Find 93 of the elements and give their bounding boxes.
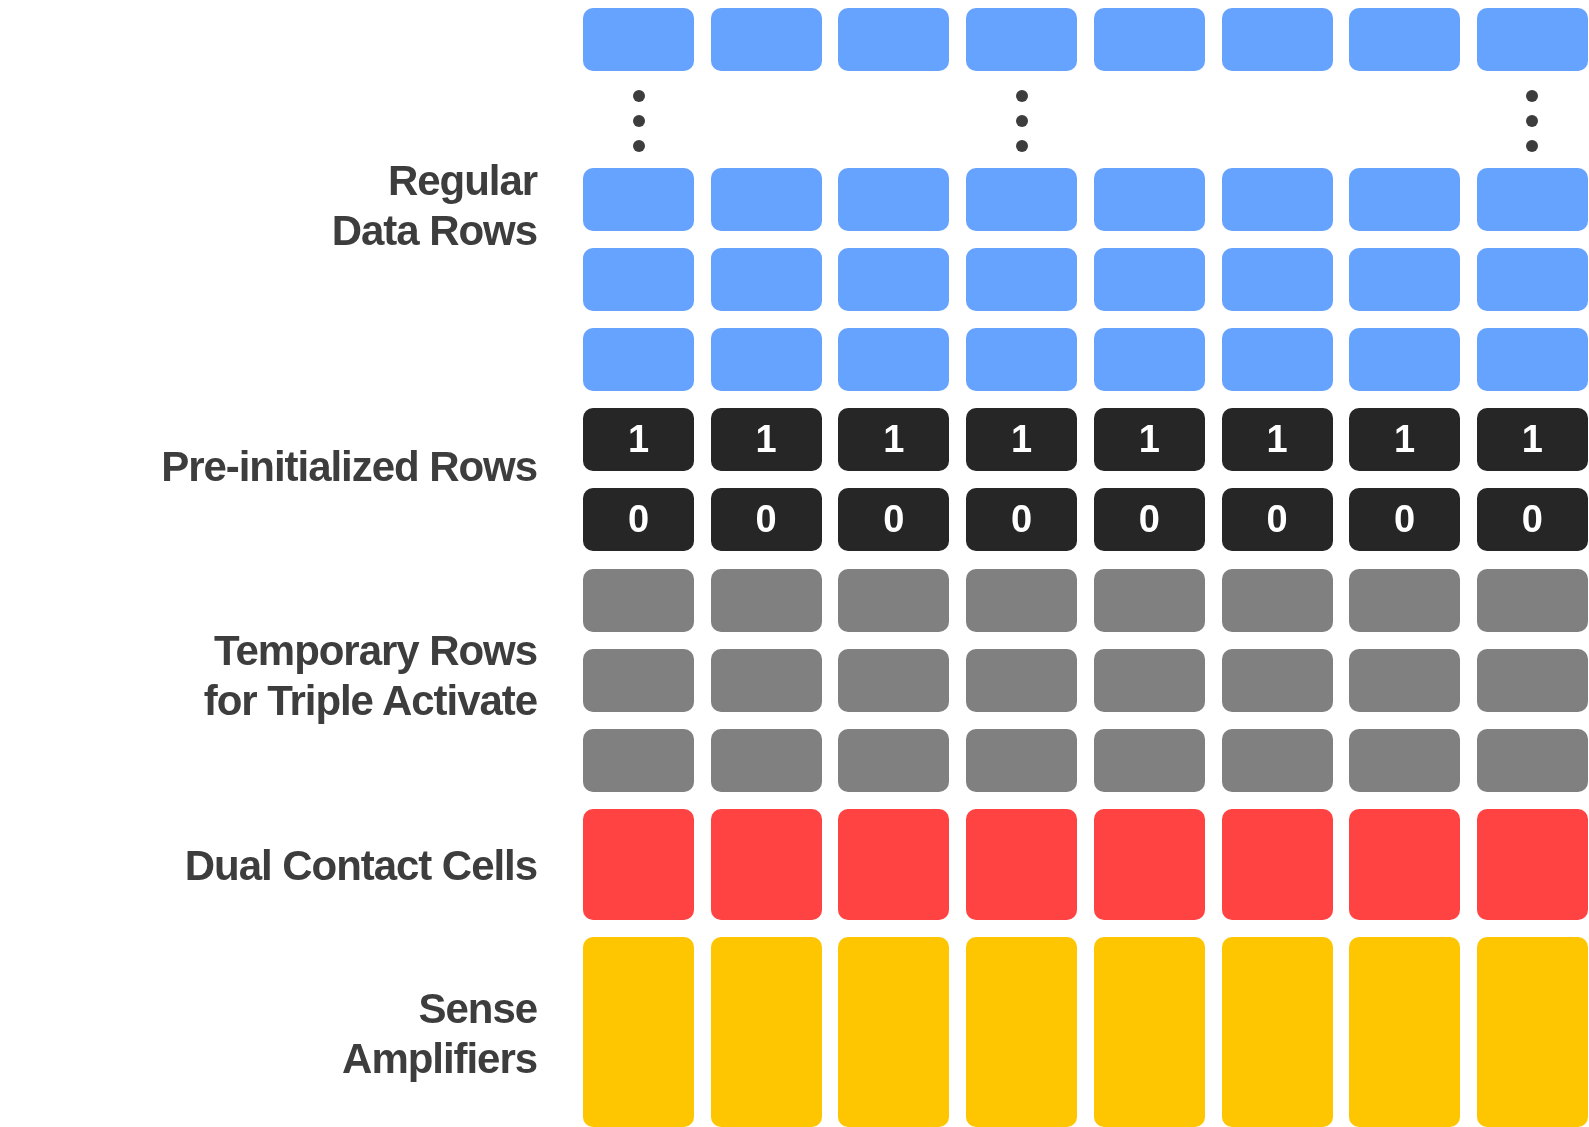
data-cell (838, 8, 950, 71)
sense-amplifier-block (1093, 937, 1205, 1127)
temporary-cell (1349, 649, 1461, 712)
data-cell (966, 168, 1078, 231)
data-cell (966, 8, 1078, 71)
contact-cell (1093, 809, 1205, 920)
temporary-cell (583, 569, 694, 632)
temporary-cell (1221, 729, 1333, 792)
temporary-cell (966, 649, 1078, 712)
row-label: Dual Contact Cells (184, 840, 537, 891)
bit-cell: 1 (966, 408, 1078, 471)
data-cell (1476, 248, 1588, 311)
bit-cell: 1 (838, 408, 950, 471)
temporary-cell (1476, 729, 1588, 792)
data-cell (966, 328, 1078, 391)
data-cell (1476, 8, 1588, 71)
bit-cell: 1 (1221, 408, 1333, 471)
bit-cell: 0 (1093, 488, 1205, 551)
data-cell (1476, 328, 1588, 391)
bit-cell: 0 (1476, 488, 1588, 551)
temporary-cell (1093, 649, 1205, 712)
data-cell (583, 8, 694, 71)
temporary-cell (1221, 649, 1333, 712)
temporary-cell (710, 729, 822, 792)
data-cell (1476, 168, 1588, 231)
bit-cell: 0 (710, 488, 822, 551)
data-cell (583, 168, 694, 231)
contact-cell (1221, 809, 1333, 920)
contact-cell (710, 809, 822, 920)
sense-amplifier-block (1349, 937, 1461, 1127)
row-label: Temporary Rows for Triple Activate (202, 625, 537, 726)
temporary-cell (838, 569, 950, 632)
data-cell (1349, 8, 1461, 71)
sense-amplifier-block (838, 937, 950, 1127)
contact-cell (583, 809, 694, 920)
temporary-cell (838, 649, 950, 712)
temporary-cell (1349, 569, 1461, 632)
temporary-cell (1221, 569, 1333, 632)
row-label: Regular Data Rows (330, 155, 537, 256)
bit-cell: 0 (1349, 488, 1461, 551)
row-label: Sense Amplifiers (341, 983, 537, 1084)
data-cell (583, 248, 694, 311)
contact-cell (1476, 809, 1588, 920)
data-cell (1349, 328, 1461, 391)
data-cell (1093, 8, 1205, 71)
contact-cell (966, 809, 1078, 920)
data-cell (1221, 8, 1333, 71)
contact-cell (1349, 809, 1461, 920)
data-cell (1093, 328, 1205, 391)
data-cell (710, 248, 822, 311)
temporary-cell (710, 569, 822, 632)
data-cell (583, 328, 694, 391)
temporary-cell (966, 729, 1078, 792)
data-cell (1349, 168, 1461, 231)
contact-cell (838, 809, 950, 920)
bit-cell: 1 (1476, 408, 1588, 471)
bit-cell: 1 (1093, 408, 1205, 471)
data-cell (1093, 248, 1205, 311)
temporary-cell (1476, 649, 1588, 712)
sense-amplifier-block (966, 937, 1078, 1127)
sense-amplifier-block (710, 937, 822, 1127)
temporary-cell (583, 729, 694, 792)
bit-cell: 0 (583, 488, 694, 551)
bit-cell: 1 (583, 408, 694, 471)
row-label: Pre-initialized Rows (161, 441, 537, 492)
data-cell (838, 248, 950, 311)
temporary-cell (1093, 729, 1205, 792)
temporary-cell (1349, 729, 1461, 792)
sense-amplifier-block (1476, 937, 1588, 1127)
temporary-cell (710, 649, 822, 712)
data-cell (966, 248, 1078, 311)
bit-cell: 0 (838, 488, 950, 551)
temporary-cell (1476, 569, 1588, 632)
data-cell (838, 168, 950, 231)
data-cell (1221, 248, 1333, 311)
bit-cell: 1 (710, 408, 822, 471)
bit-cell: 0 (1221, 488, 1333, 551)
bit-cell: 0 (966, 488, 1078, 551)
temporary-cell (1093, 569, 1205, 632)
temporary-cell (838, 729, 950, 792)
temporary-cell (966, 569, 1078, 632)
data-cell (1349, 248, 1461, 311)
data-cell (838, 328, 950, 391)
sense-amplifier-block (583, 937, 694, 1127)
data-cell (1221, 168, 1333, 231)
bit-cell: 1 (1349, 408, 1461, 471)
data-cell (710, 168, 822, 231)
sense-amplifier-block (1221, 937, 1333, 1127)
temporary-cell (583, 649, 694, 712)
data-cell (1221, 328, 1333, 391)
data-cell (1093, 168, 1205, 231)
data-cell (710, 328, 822, 391)
data-cell (710, 8, 822, 71)
